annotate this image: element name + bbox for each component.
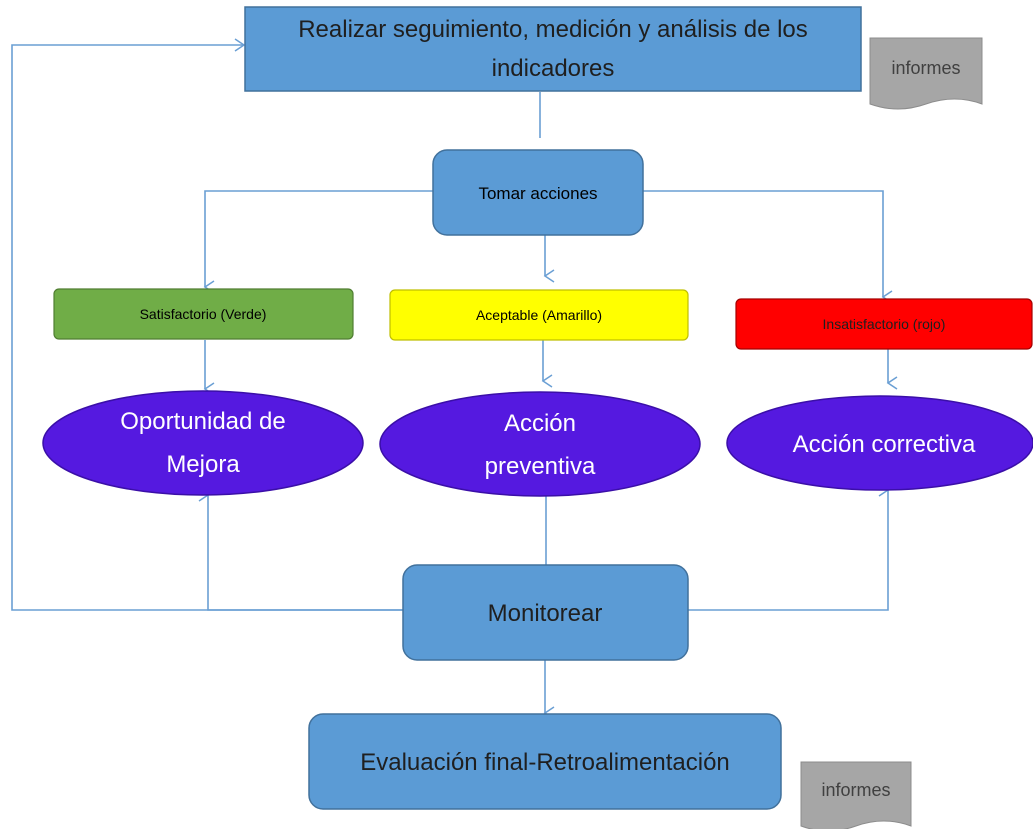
correctiva-label: Acción correctiva bbox=[793, 431, 976, 458]
oportunidad-line2: Mejora bbox=[166, 451, 240, 478]
oportunidad-ellipse: Oportunidad de Mejora bbox=[42, 390, 364, 496]
insatisfactorio-box: Insatisfactorio (rojo) bbox=[735, 298, 1033, 350]
seguimiento-line2: indicadores bbox=[492, 55, 615, 82]
informes-top-label: informes bbox=[891, 58, 960, 78]
monitorear-box: Monitorear bbox=[402, 564, 689, 661]
connector-tomar-satisfactorio bbox=[203, 190, 433, 294]
connector-monitorear-seguimiento bbox=[11, 38, 403, 611]
seguimiento-line1: Realizar seguimiento, medición y análisi… bbox=[298, 16, 808, 43]
connector-monitorear-oportunidad bbox=[198, 488, 403, 611]
preventiva-line2: preventiva bbox=[485, 453, 596, 480]
aceptable-box: Aceptable (Amarillo) bbox=[389, 289, 689, 341]
connectors bbox=[11, 38, 898, 720]
monitorear-label: Monitorear bbox=[488, 600, 603, 627]
satisfactorio-box: Satisfactorio (Verde) bbox=[53, 288, 354, 340]
connector-tomar-insatisfactorio bbox=[643, 190, 893, 304]
tomar-acciones-label: Tomar acciones bbox=[478, 184, 597, 203]
tomar-acciones-box: Tomar acciones bbox=[432, 149, 644, 236]
informes-document-top: informes bbox=[869, 37, 983, 110]
connector-monitorear-correctiva bbox=[688, 483, 890, 611]
informes-bottom-label: informes bbox=[821, 780, 890, 800]
oportunidad-line1: Oportunidad de bbox=[120, 408, 285, 435]
seguimiento-box: Realizar seguimiento, medición y análisi… bbox=[244, 6, 862, 92]
informes-document-bottom: informes bbox=[800, 761, 912, 829]
evaluacion-box: Evaluación final-Retroalimentación bbox=[308, 713, 782, 810]
evaluacion-label: Evaluación final-Retroalimentación bbox=[360, 749, 730, 776]
insatisfactorio-label: Insatisfactorio (rojo) bbox=[823, 316, 946, 332]
preventiva-ellipse: Acción preventiva bbox=[379, 391, 701, 497]
correctiva-ellipse: Acción correctiva bbox=[726, 395, 1033, 491]
preventiva-line1: Acción bbox=[504, 410, 576, 437]
satisfactorio-label: Satisfactorio (Verde) bbox=[140, 306, 267, 322]
aceptable-label: Aceptable (Amarillo) bbox=[476, 307, 602, 323]
